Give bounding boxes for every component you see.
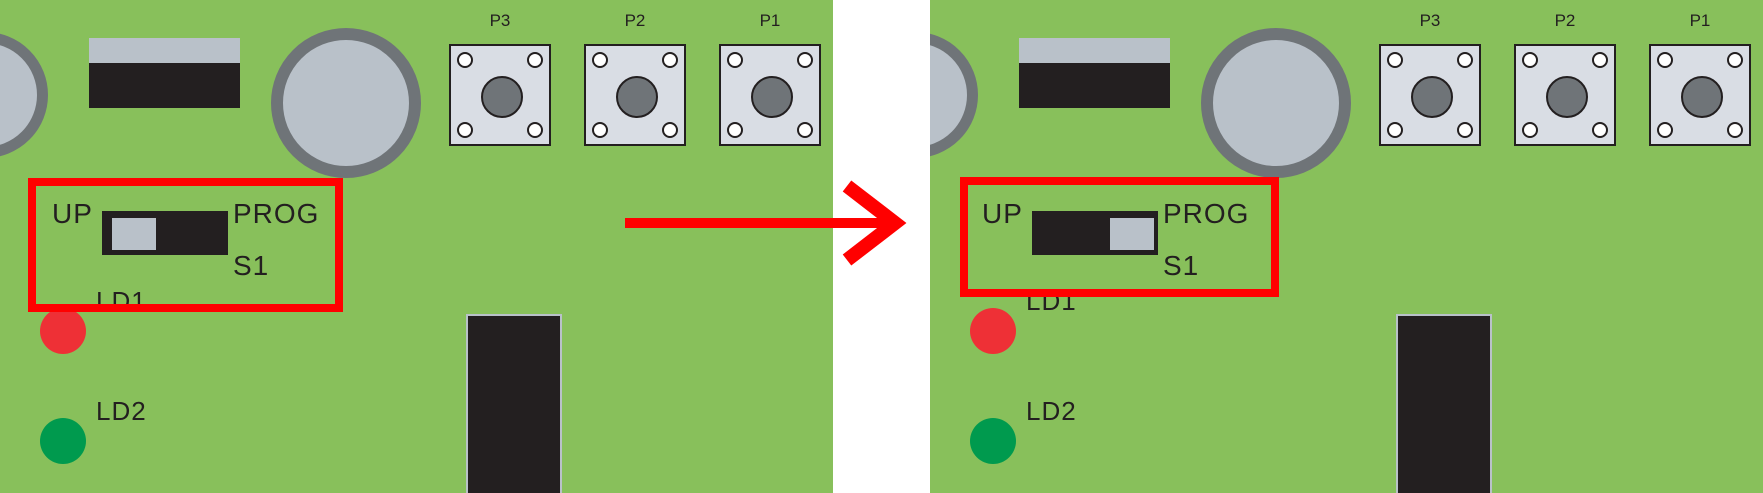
board-after: P3 P2 P1 UP PROG S1 LD1 LD2 — [930, 0, 1763, 493]
switch-label-up: UP — [982, 198, 1023, 229]
button-cap — [751, 76, 793, 118]
button-cap — [481, 76, 523, 118]
button-label-p2: P2 — [1554, 11, 1576, 30]
switch-label-up: UP — [52, 198, 93, 229]
regulator-tab — [89, 38, 240, 63]
button-cap — [1411, 76, 1453, 118]
right-arrow-icon — [625, 180, 907, 266]
board-before: P3 P2 P1 UP PROG S1 LD1 LD2 — [0, 0, 833, 493]
led-red — [970, 308, 1016, 354]
button-label-p1: P1 — [759, 11, 781, 30]
regulator-body — [1019, 63, 1170, 108]
potentiometer-left — [0, 32, 48, 158]
pushbutton-p1 — [1649, 44, 1751, 146]
button-cap — [1546, 76, 1588, 118]
potentiometer-right — [271, 28, 421, 178]
switch-highlight-box — [28, 178, 343, 312]
led-label-ld2: LD2 — [96, 396, 147, 426]
pushbutton-p2 — [1514, 44, 1616, 146]
switch-name-s1: S1 — [233, 250, 270, 281]
pushbutton-p3 — [449, 44, 551, 146]
switch-highlight-box — [960, 177, 1279, 297]
slide-switch-s1 — [1032, 211, 1158, 255]
pushbutton-p2 — [584, 44, 686, 146]
regulator-body — [89, 63, 240, 108]
switch-label-prog: PROG — [1163, 198, 1250, 229]
button-label-p2: P2 — [624, 11, 646, 30]
potentiometer-left — [930, 32, 978, 158]
led-green — [40, 418, 86, 464]
led-green — [970, 418, 1016, 464]
led-label-ld2: LD2 — [1026, 396, 1077, 426]
switch-name-s1: S1 — [1163, 250, 1200, 281]
pushbutton-p3 — [1379, 44, 1481, 146]
switch-label-prog: PROG — [233, 198, 320, 229]
regulator-tab — [1019, 38, 1170, 63]
button-cap — [616, 76, 658, 118]
switch-knob — [1110, 218, 1154, 250]
slide-switch-s1 — [102, 211, 228, 255]
header-connector — [1396, 314, 1492, 493]
led-red — [40, 308, 86, 354]
button-label-p3: P3 — [1419, 11, 1441, 30]
voltage-regulator — [89, 38, 240, 108]
button-cap — [1681, 76, 1723, 118]
pushbutton-p1 — [719, 44, 821, 146]
potentiometer-right — [1201, 28, 1351, 178]
switch-knob — [112, 218, 156, 250]
voltage-regulator — [1019, 38, 1170, 108]
button-label-p1: P1 — [1689, 11, 1711, 30]
button-label-p3: P3 — [489, 11, 511, 30]
header-connector — [466, 314, 562, 493]
